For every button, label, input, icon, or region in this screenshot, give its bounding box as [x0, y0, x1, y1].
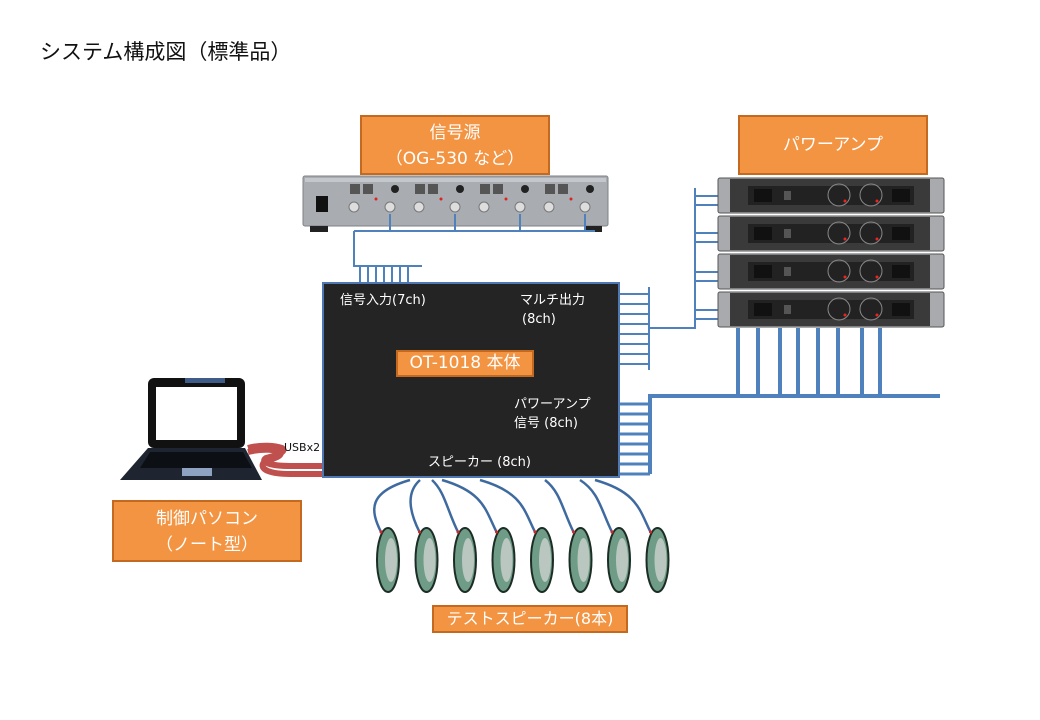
speaker — [414, 527, 439, 593]
speaker — [453, 527, 477, 593]
speaker-cables — [373, 478, 652, 533]
test-speakers — [376, 527, 670, 593]
signal-input-cables — [353, 214, 595, 282]
bnc-connector — [384, 201, 396, 213]
usb-label: USBx2 — [284, 441, 321, 454]
multi-output-cables — [620, 188, 720, 370]
power-amplifier-unit — [717, 253, 945, 290]
power-amp-title: パワーアンプ — [782, 135, 884, 155]
bnc-connector — [413, 201, 425, 213]
power-amplifier-unit — [717, 291, 945, 328]
ot-1018-main-unit: 信号入力(7ch) マルチ出力 (8ch) OT-1018 本体 パワーアンプ … — [322, 282, 620, 478]
bnc-connector — [543, 201, 555, 213]
bnc-connector — [449, 201, 461, 213]
speaker — [376, 527, 400, 593]
bnc-connector — [478, 201, 490, 213]
usb-cable — [247, 442, 322, 477]
control-pc-label: 制御パソコン （ノート型） — [112, 500, 302, 562]
page-title: システム構成図（標準品） — [40, 40, 292, 64]
signal-generator-device — [302, 175, 609, 232]
speaker-cable — [409, 479, 421, 533]
speaker — [491, 527, 516, 593]
speaker-cable — [431, 479, 460, 533]
amp-signal-label: パワーアンプ — [514, 397, 591, 412]
laptop-illustration — [120, 378, 262, 480]
control-pc-type: （ノート型） — [156, 535, 258, 555]
test-speakers-label: テストスピーカー(8本) — [432, 605, 628, 633]
signal-source-label: 信号源 （OG-530 など） — [360, 115, 550, 175]
speaker-cable — [544, 479, 575, 533]
power-amplifier-unit — [717, 177, 945, 214]
bnc-connector — [579, 201, 591, 213]
power-amplifier-stack — [717, 177, 945, 328]
speaker-cable — [373, 478, 411, 533]
signal-source-title: 信号源 — [429, 123, 481, 143]
speaker — [645, 527, 670, 593]
multi-output-label: マルチ出力 — [520, 293, 586, 308]
speaker — [607, 527, 631, 593]
power-amp-label: パワーアンプ — [738, 115, 928, 175]
control-pc-title: 制御パソコン — [156, 509, 258, 529]
speaker — [530, 527, 554, 593]
bnc-connector — [348, 201, 360, 213]
signal-input-label: 信号入力(7ch) — [340, 293, 426, 308]
amp-signal-channels: 信号 (8ch) — [514, 416, 578, 431]
speaker — [568, 527, 593, 593]
multi-output-channels: (8ch) — [522, 312, 556, 327]
main-unit-name: OT-1018 本体 — [396, 350, 534, 377]
bnc-connector — [514, 201, 526, 213]
speaker-cable — [594, 478, 652, 533]
speaker-cable — [441, 478, 498, 533]
speaker-output-label: スピーカー (8ch) — [428, 455, 531, 470]
speaker-cable — [479, 478, 537, 533]
test-speakers-title: テストスピーカー(8本) — [446, 609, 614, 628]
power-amplifier-unit — [717, 215, 945, 252]
signal-source-model: （OG-530 など） — [385, 149, 525, 169]
speaker-cable — [579, 478, 614, 533]
amp-signal-cables — [620, 328, 940, 476]
